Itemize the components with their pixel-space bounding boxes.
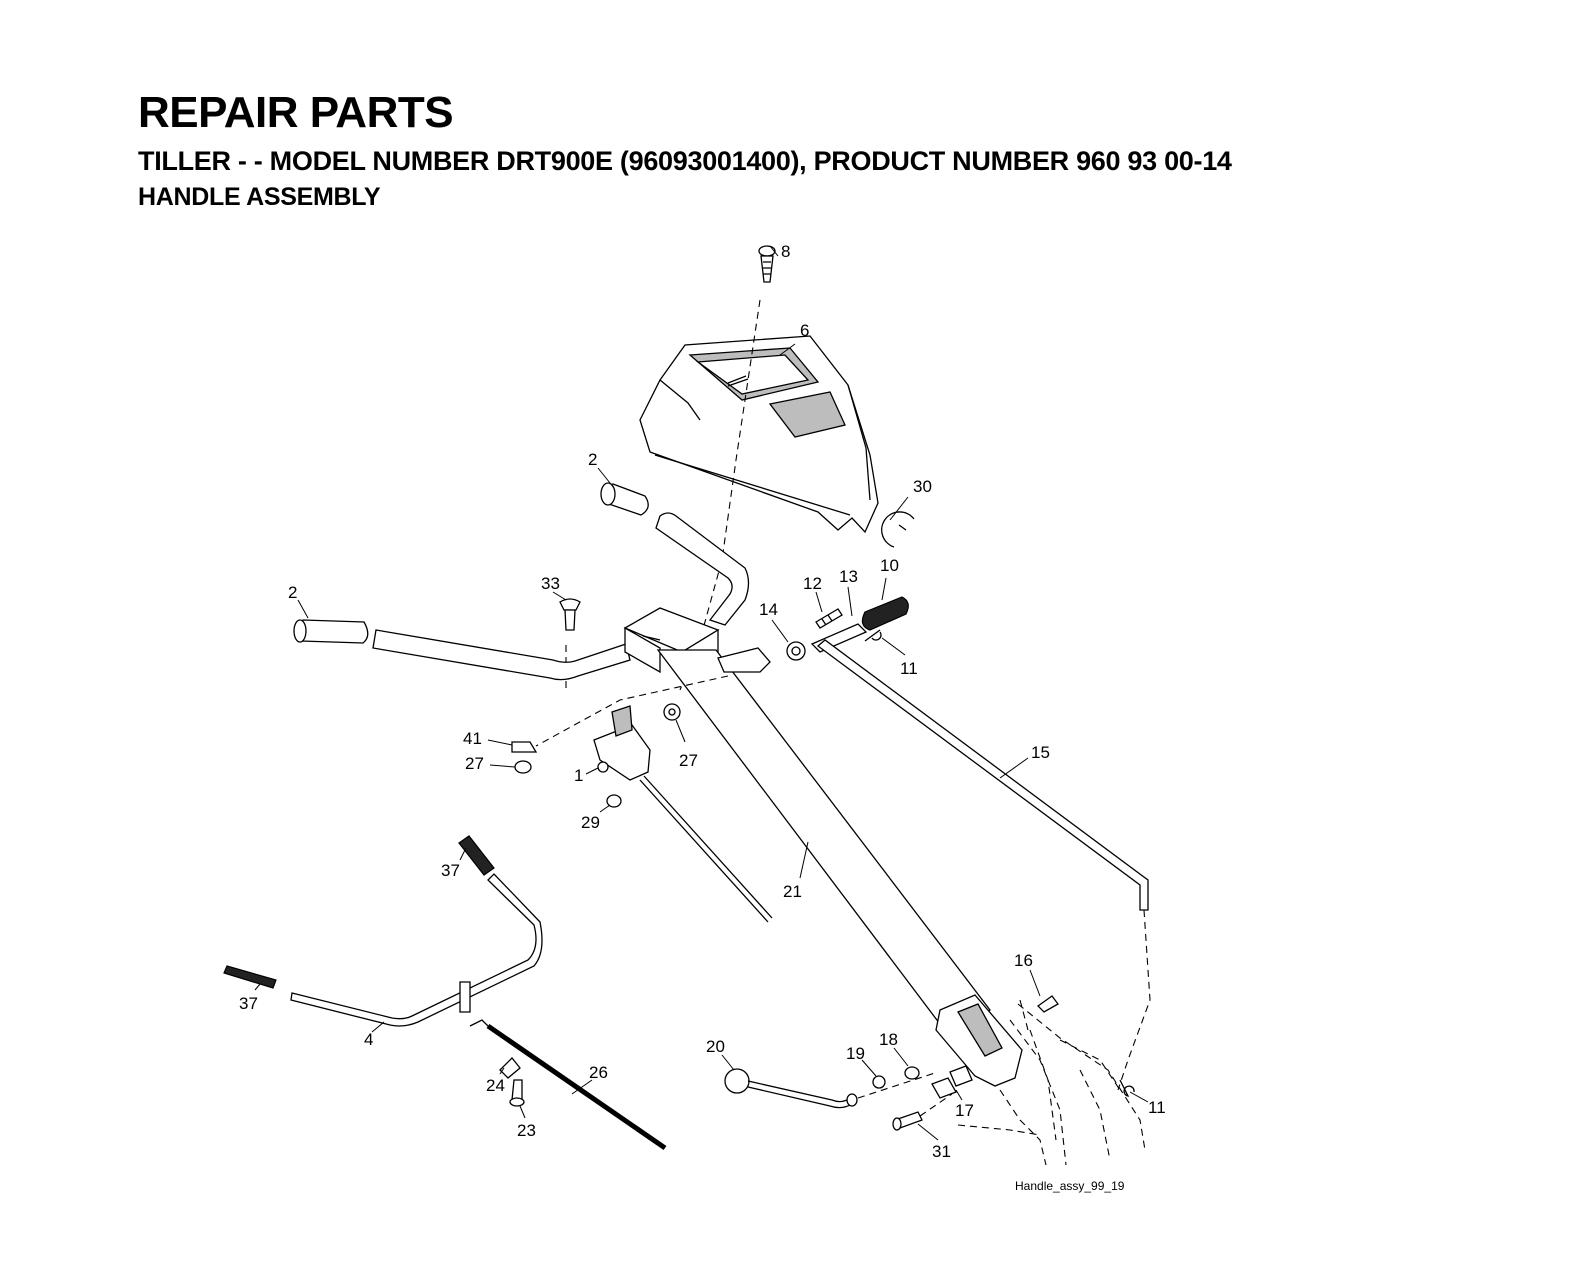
- callout-37-lower: 37: [239, 994, 258, 1013]
- callout-20: 20: [706, 1037, 725, 1056]
- callout-11-lower: 11: [1148, 1098, 1166, 1117]
- callout-4: 4: [364, 1030, 373, 1049]
- callout-2-lower: 2: [288, 583, 297, 602]
- part-20-lever: [724, 1068, 858, 1109]
- callout-16: 16: [1014, 951, 1033, 970]
- callout-18: 18: [879, 1030, 898, 1049]
- part-16-bolt: [1036, 995, 1059, 1013]
- part-31-bolt: [892, 1111, 923, 1131]
- callout-33: 33: [541, 574, 560, 593]
- callout-41: 41: [463, 729, 482, 748]
- part-15-rod: [816, 639, 1151, 1091]
- callout-13: 13: [839, 567, 858, 586]
- part-29-nut: [606, 794, 622, 808]
- section-title: HANDLE ASSEMBLY: [138, 183, 381, 211]
- part-26-cable: [469, 1019, 667, 1151]
- callout-14: 14: [759, 600, 778, 619]
- part-18-nut: [904, 1066, 920, 1080]
- callout-6: 6: [800, 321, 809, 340]
- callout-1: 1: [574, 766, 583, 785]
- part-11-lower-pin: [1119, 1079, 1135, 1097]
- callout-11-upper: 11: [900, 659, 918, 678]
- part-27-nut-left: [514, 760, 532, 774]
- callout-29: 29: [581, 813, 600, 832]
- part-37-grips: [223, 835, 495, 989]
- callout-15: 15: [1031, 743, 1050, 762]
- part-8-screw: [758, 245, 776, 283]
- callout-labels: 8 6 2 30 2 33 12 13 10 14 11 41 27 27 1 …: [239, 242, 1166, 1161]
- callout-2-upper: 2: [588, 450, 597, 469]
- callout-17: 17: [955, 1101, 974, 1120]
- callout-19: 19: [846, 1044, 865, 1063]
- part-4-bail-handle: [290, 873, 543, 1027]
- part-12-screw: [815, 608, 843, 629]
- part-10-knob: [861, 596, 909, 631]
- part-11-pin: [864, 629, 882, 642]
- leader-lines: [254, 245, 1149, 1141]
- part-19-washer: [872, 1075, 886, 1089]
- handle-bar: [372, 512, 750, 681]
- part-21-handle-tube: [656, 649, 1023, 1087]
- part-6-console-cover: [639, 335, 879, 534]
- callout-27-left: 27: [465, 754, 484, 773]
- callout-31: 31: [932, 1142, 951, 1161]
- part-24-clip: [499, 1057, 521, 1079]
- callout-8: 8: [781, 242, 790, 261]
- shift-rod: [639, 775, 773, 923]
- part-17-spacers: [931, 1065, 973, 1099]
- part-2-grips: [293, 482, 649, 644]
- callout-23: 23: [517, 1121, 536, 1140]
- callout-10: 10: [880, 556, 899, 575]
- diagram-caption: Handle_assy_99_19: [1015, 1179, 1125, 1193]
- callout-12: 12: [803, 574, 822, 593]
- part-27-nut-right: [663, 703, 681, 721]
- part-1-bracket: [593, 705, 651, 781]
- part-30-clip: [881, 511, 915, 548]
- page-title: REPAIR PARTS: [138, 88, 454, 137]
- callout-26: 26: [589, 1063, 608, 1082]
- part-41-clamp: [511, 741, 538, 753]
- part-14-spacer: [786, 641, 806, 661]
- callout-21: 21: [783, 882, 802, 901]
- callout-27-right: 27: [679, 751, 698, 770]
- part-23-bolt: [509, 1079, 525, 1107]
- part-33-bolt: [559, 598, 581, 631]
- callout-30: 30: [913, 477, 932, 496]
- model-subtitle: TILLER - - MODEL NUMBER DRT900E (9609300…: [138, 146, 1232, 176]
- shift-bracket: [535, 647, 771, 747]
- callout-37-upper: 37: [441, 861, 460, 880]
- tiller-frame-reference: [957, 999, 1146, 1166]
- callout-24: 24: [486, 1076, 505, 1095]
